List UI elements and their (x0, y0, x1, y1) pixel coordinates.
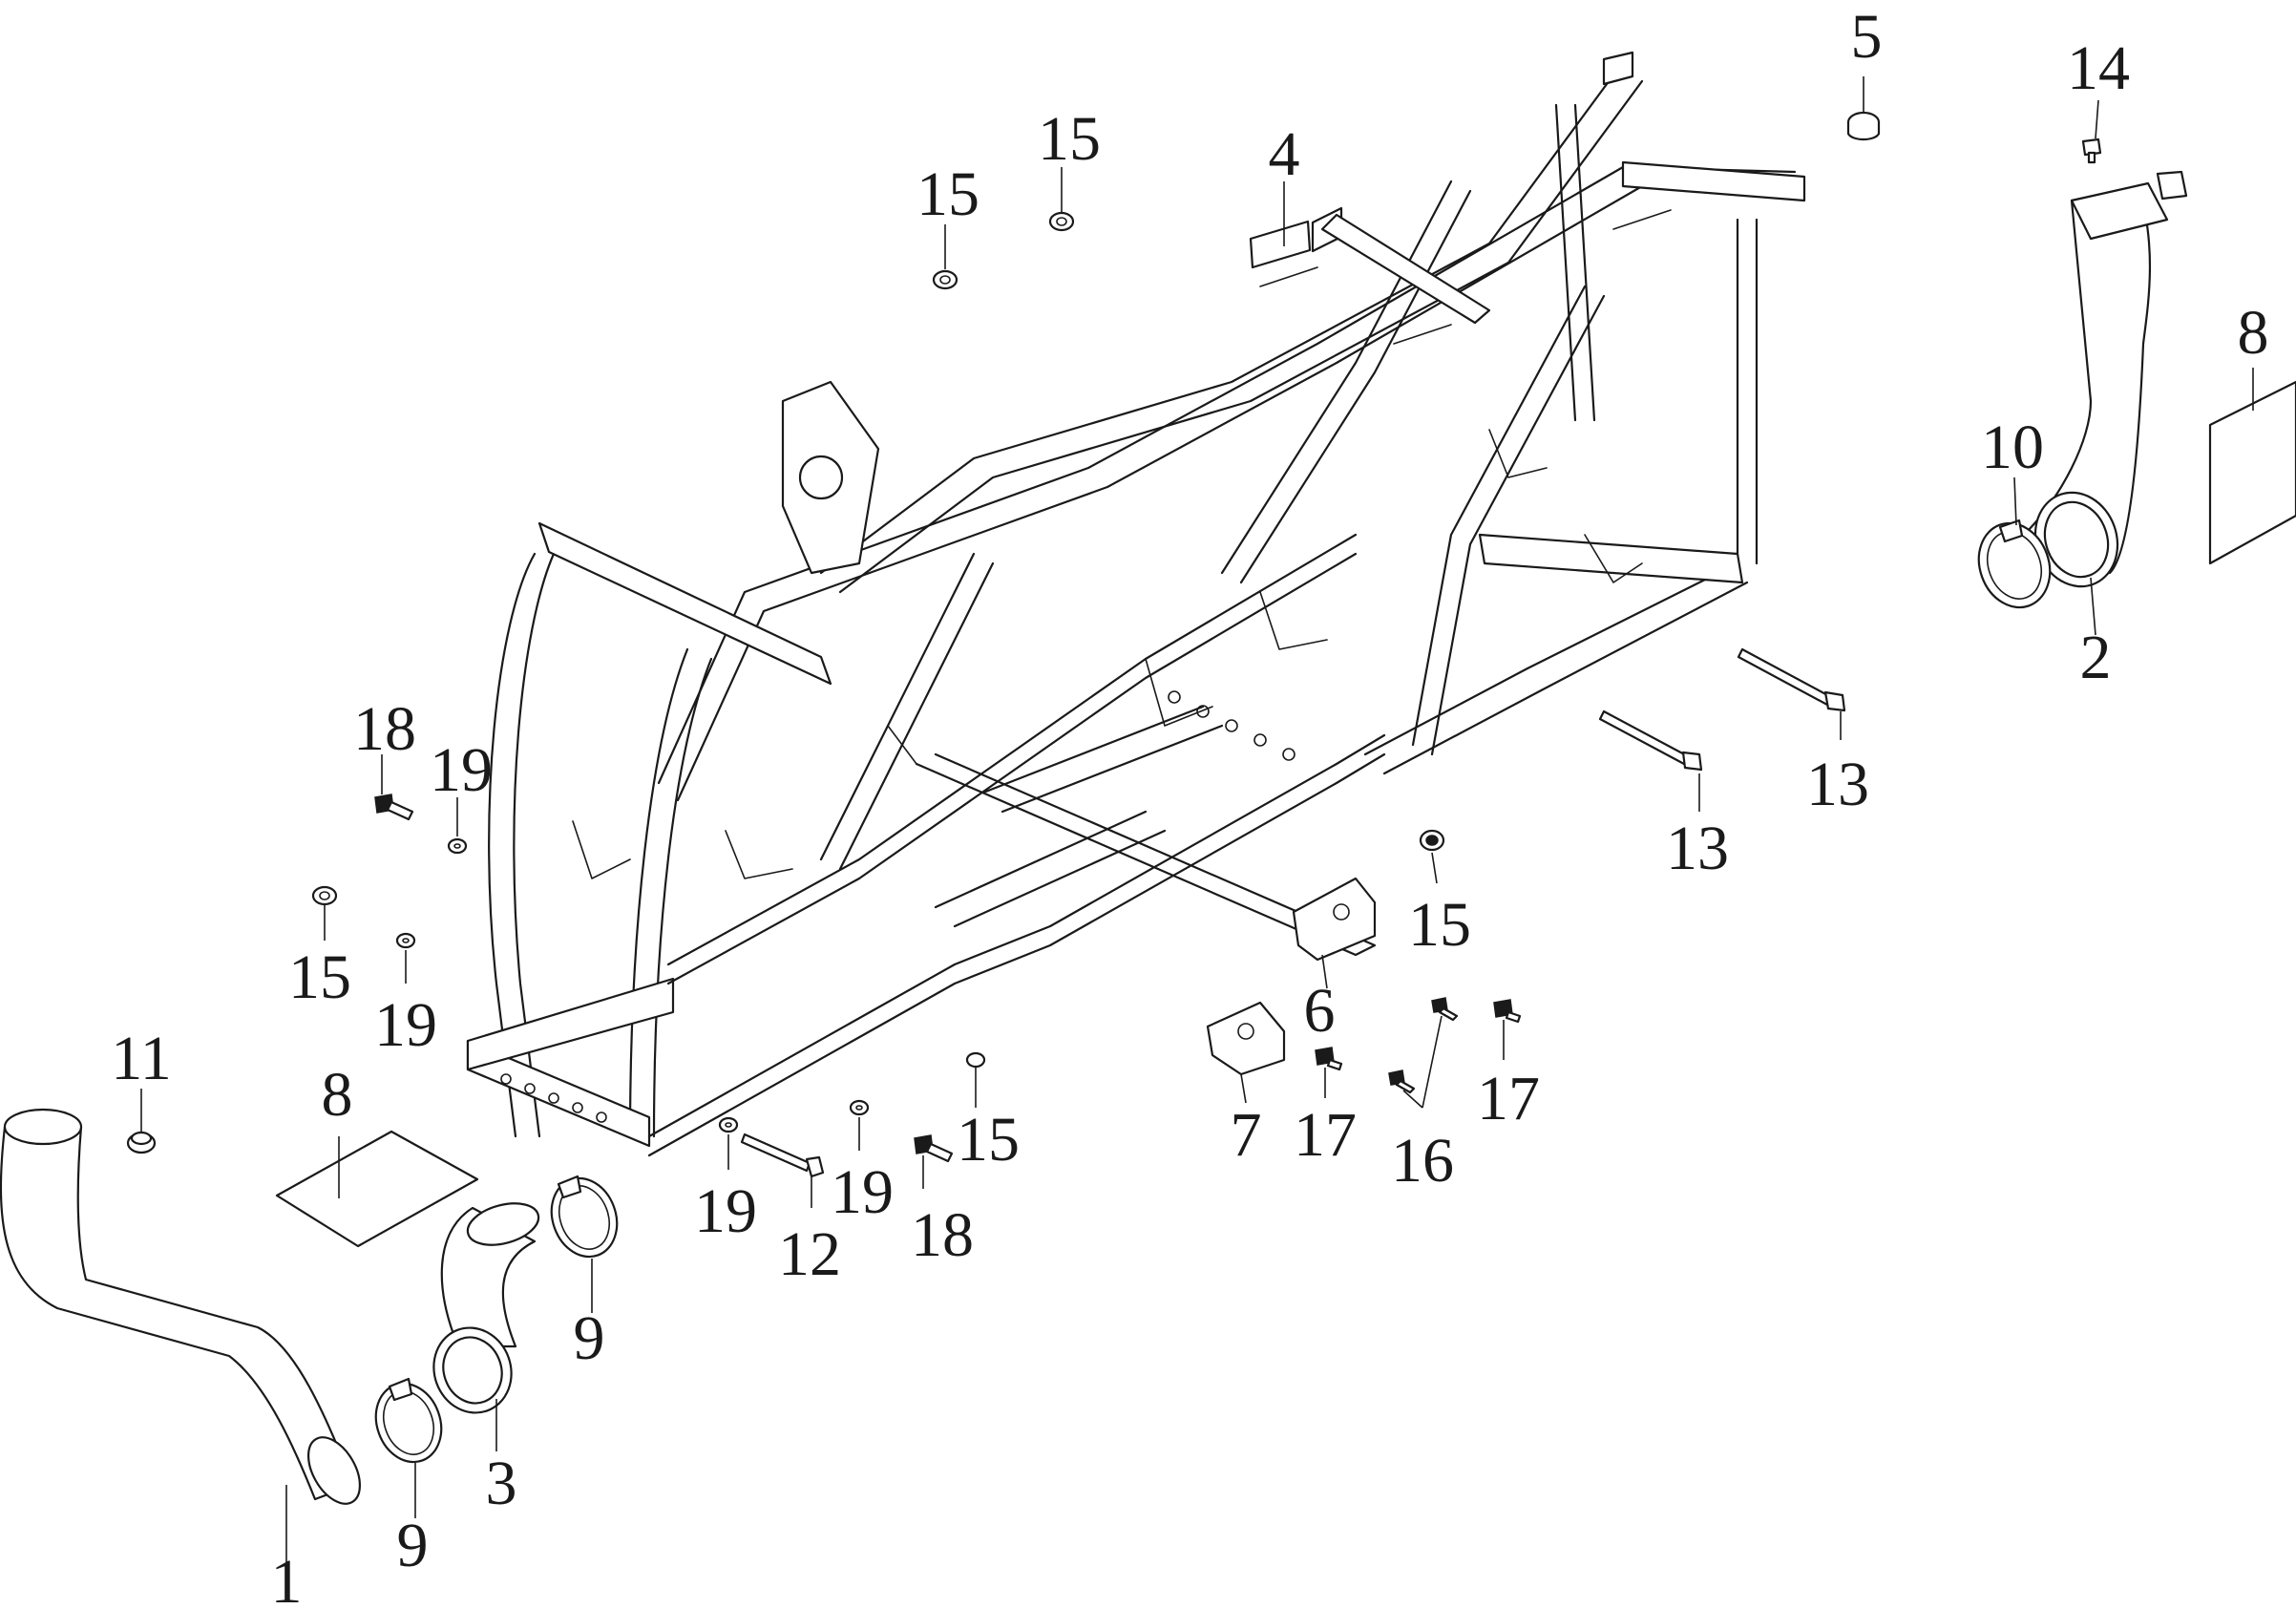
part-2-rear-duct (2022, 170, 2188, 575)
callout-9-lower: 9 (397, 1511, 429, 1580)
callout-14: 14 (2067, 33, 2130, 103)
part-9-hose-clamp-lower (374, 1377, 443, 1464)
callout-6: 6 (1304, 976, 1336, 1046)
callout-labels: 1 2 3 4 5 6 7 8 8 9 9 10 11 12 13 13 14 … (111, 2, 2268, 1609)
part-7-mount-bracket (1206, 1001, 1286, 1076)
part-15-nut-2 (1048, 211, 1075, 232)
part-17-flange-bolt-b (1315, 1047, 1343, 1071)
callout-15-b: 15 (1038, 104, 1101, 174)
part-12-long-bolt (740, 1133, 825, 1178)
callout-5: 5 (1851, 2, 1883, 72)
part-15-nut-4 (965, 1051, 986, 1069)
part-19-washer-1 (447, 837, 468, 855)
callout-12: 12 (778, 1219, 841, 1289)
part-5-plug (1846, 111, 1881, 141)
callout-4: 4 (1269, 119, 1300, 189)
callout-13-right: 13 (1806, 750, 1869, 819)
callout-15-d: 15 (957, 1105, 1020, 1175)
part-10-hose-clamp-rear (1977, 519, 2052, 609)
part-18-flange-bolt-upper (374, 794, 414, 821)
part-14-small-bolt (2081, 138, 2102, 164)
part-3-hose-coupler (432, 1202, 540, 1414)
callout-1: 1 (271, 1547, 303, 1609)
leader-lines (140, 76, 2254, 1576)
callout-15-c: 15 (288, 942, 351, 1012)
callout-10: 10 (1981, 413, 2044, 482)
callout-17-right: 17 (1477, 1064, 1540, 1133)
callout-7: 7 (1231, 1100, 1262, 1170)
callout-13-left: 13 (1666, 814, 1729, 883)
part-15-nut-5 (1419, 829, 1445, 852)
part-2-ring (2033, 491, 2119, 588)
callout-18-lower: 18 (911, 1200, 974, 1270)
callout-8-rear: 8 (2238, 298, 2269, 368)
callout-2: 2 (2080, 623, 2112, 692)
part-4-bracket (1249, 220, 1312, 269)
part-16-small-bolt-b (1388, 1069, 1416, 1094)
part-15-nut-1 (932, 269, 958, 290)
callout-15-e: 15 (1408, 890, 1471, 960)
callout-18-upper: 18 (353, 694, 416, 764)
callout-15-a: 15 (916, 159, 979, 229)
part-18-flange-bolt-lower (914, 1134, 954, 1163)
part-19-washer-4 (849, 1099, 870, 1116)
callout-19-d: 19 (831, 1157, 894, 1227)
part-8-label-sheet-front (275, 1130, 479, 1248)
part-9-hose-clamp-upper (550, 1175, 619, 1259)
callout-16: 16 (1391, 1126, 1454, 1196)
part-6-mount-bracket (1292, 877, 1377, 962)
part-11-grommet (126, 1131, 157, 1154)
callout-3: 3 (486, 1449, 517, 1518)
part-17-flange-bolt-a (1493, 999, 1522, 1024)
callout-9-upper: 9 (574, 1303, 605, 1373)
part-13-long-bolt-lower (1598, 709, 1703, 772)
atv-frame (466, 51, 1806, 1157)
callout-11: 11 (111, 1024, 172, 1093)
part-1-intake-tube (0, 1108, 362, 1505)
part-8-label-sheet-rear (2208, 380, 2296, 565)
callout-19-c: 19 (694, 1176, 757, 1246)
part-19-washer-2 (395, 932, 416, 949)
callout-19-b: 19 (374, 990, 437, 1060)
callout-19-a: 19 (430, 735, 493, 805)
part-13-long-bolt-upper (1737, 647, 1846, 712)
part-16-small-bolt-a (1431, 997, 1459, 1022)
part-19-washer-3 (718, 1116, 739, 1133)
callout-8-front: 8 (322, 1060, 353, 1130)
callout-17-left: 17 (1294, 1100, 1357, 1170)
part-15-nut-3 (311, 885, 338, 906)
